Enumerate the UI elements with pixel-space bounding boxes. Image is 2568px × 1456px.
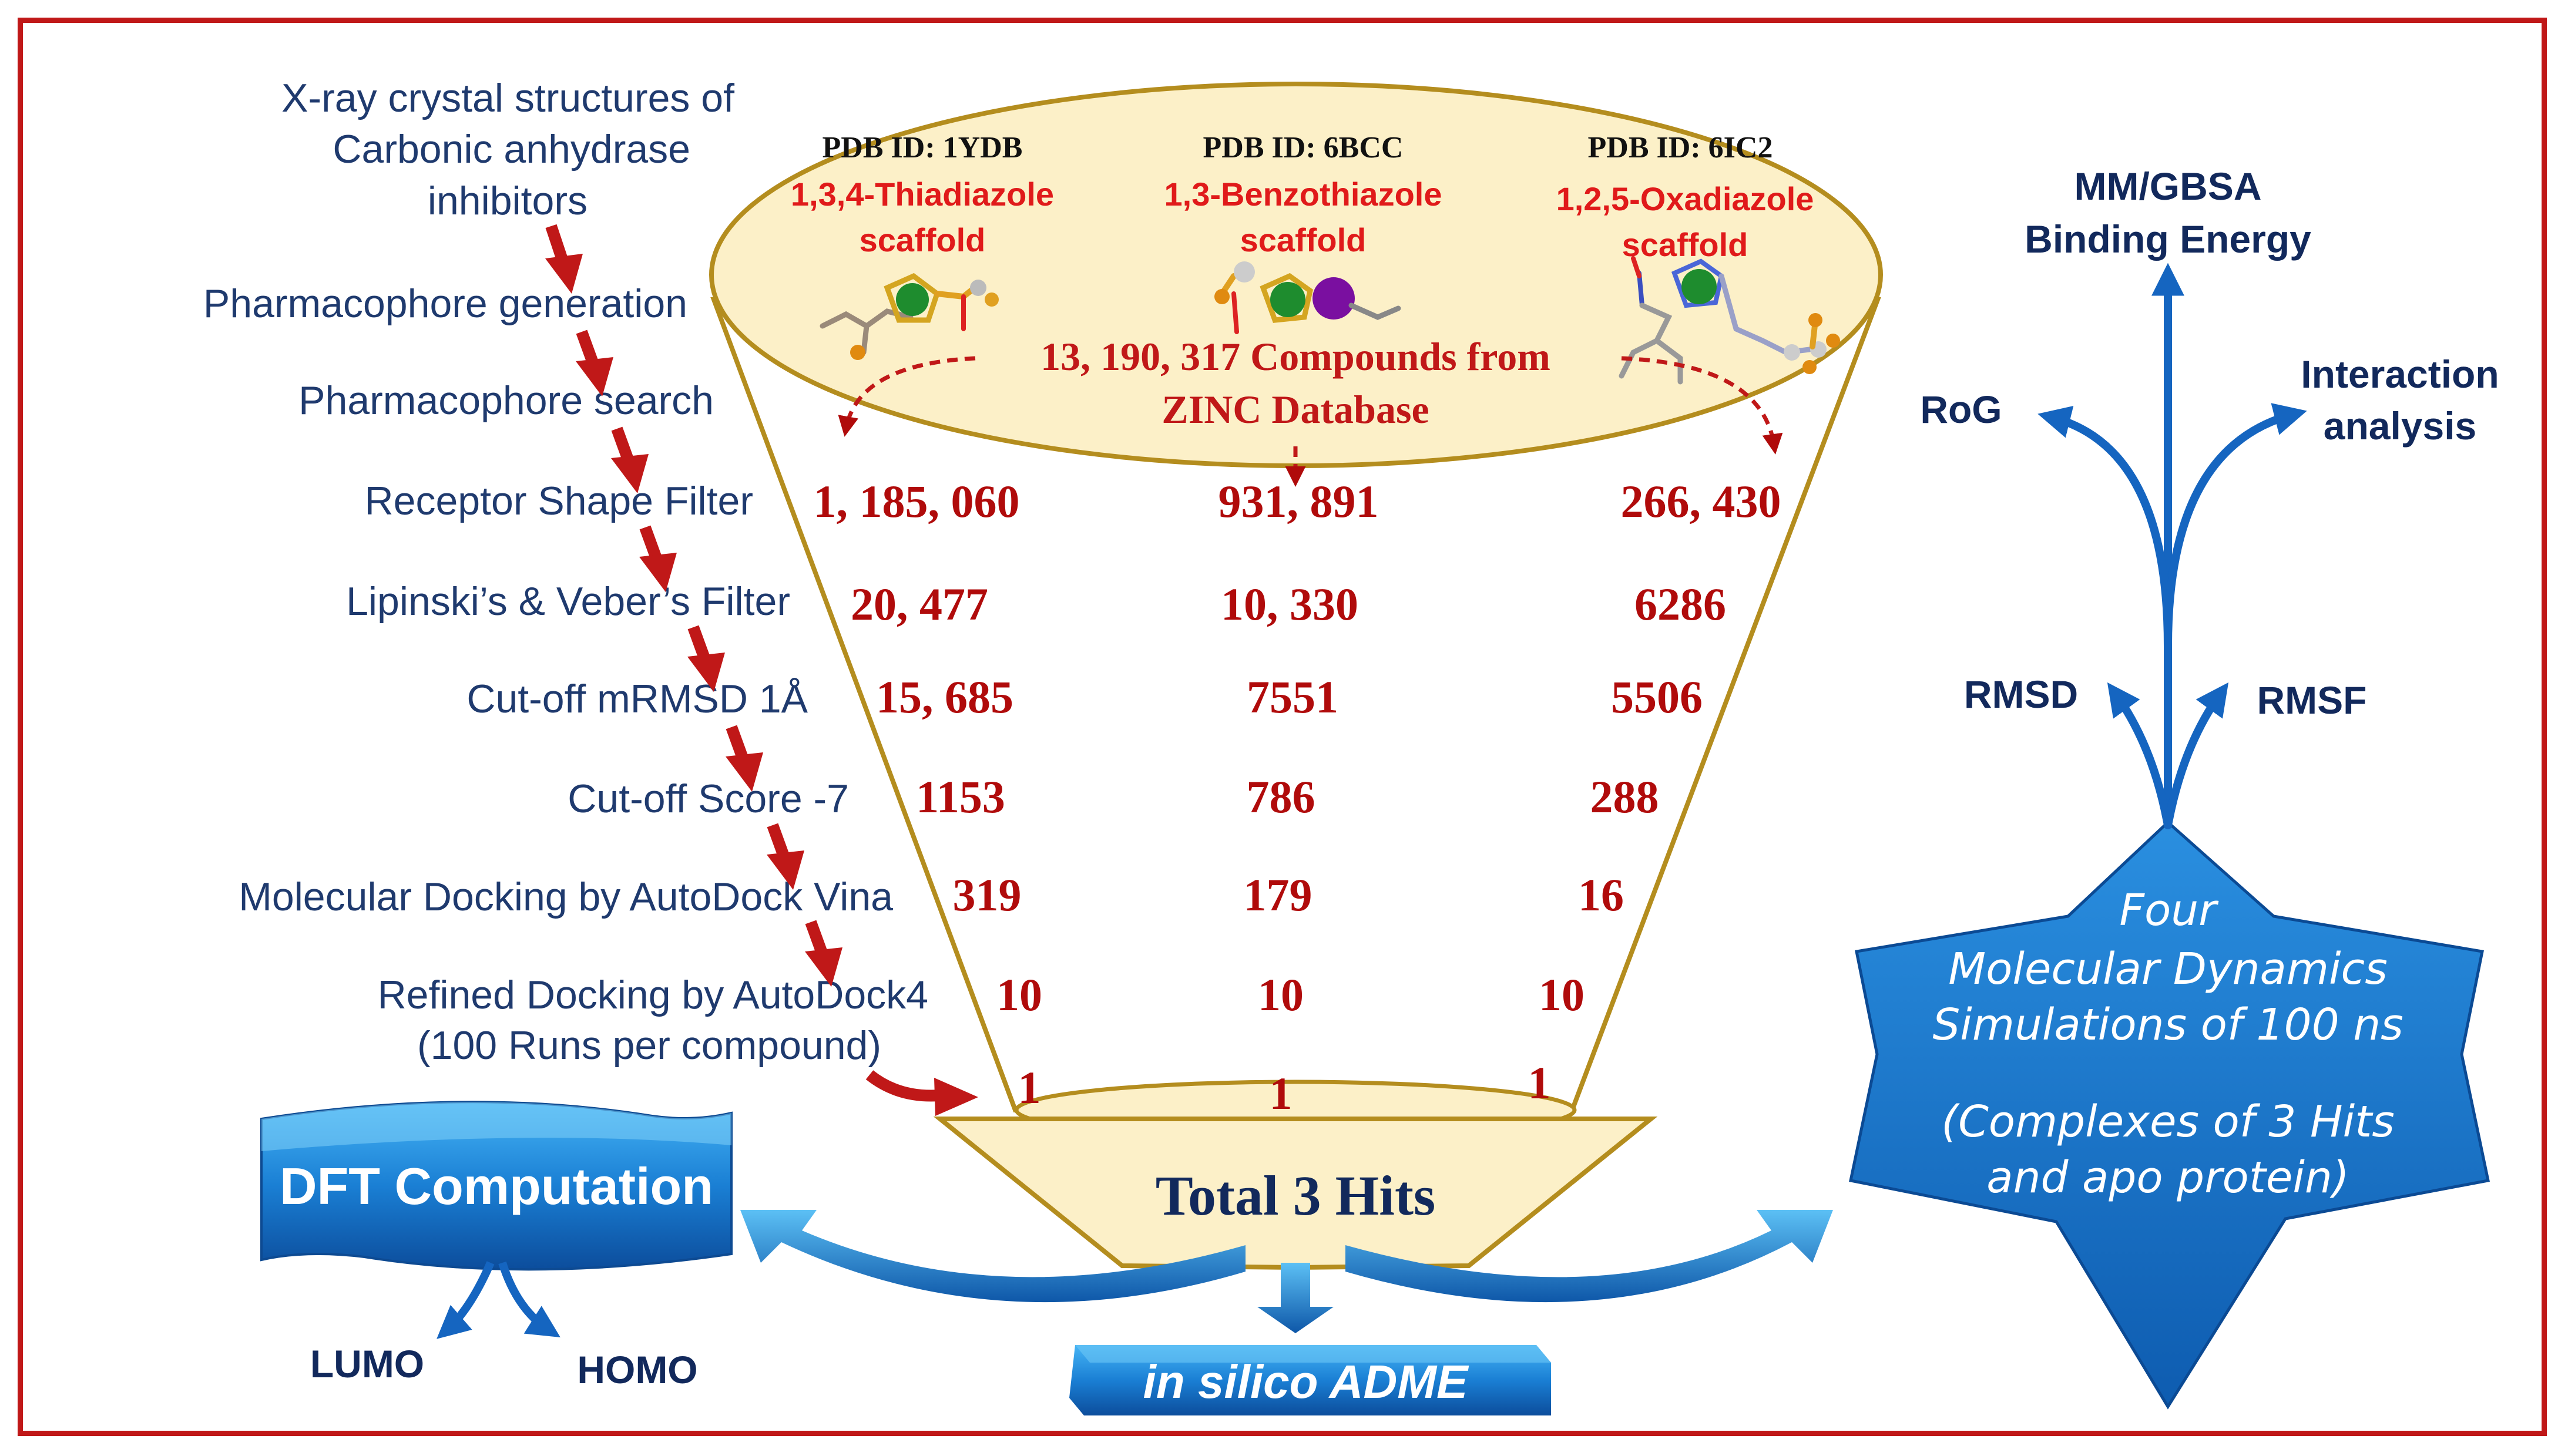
lumo-label: LUMO [310, 1342, 424, 1386]
adme-label: in silico ADME [1143, 1356, 1469, 1408]
scaffold-2-line1: 1,3-Benzothiazole [1164, 176, 1442, 213]
adme-box: in silico ADME [1069, 1345, 1551, 1415]
md-label-line3: Simulations of 100 ns [1932, 1000, 2403, 1050]
funnel-counts: 1, 185, 060 931, 891 266, 430 20, 477 10… [814, 476, 1781, 1119]
count-row7-col2: 1 [1270, 1068, 1293, 1119]
md-label-line1: Four [2119, 885, 2219, 936]
step-refined-docking: Refined Docking by AutoDock4 [378, 973, 928, 1017]
step-arrow-6 [726, 725, 763, 792]
scaffold-2-line2: scaffold [1240, 221, 1367, 258]
dft-label: DFT Computation [280, 1157, 713, 1215]
scaffold-3-line1: 1,2,5-Oxadiazole [1556, 180, 1814, 217]
dft-box: DFT Computation [260, 1101, 733, 1271]
count-row3-col1: 15, 685 [876, 671, 1013, 722]
step-arrow-7 [767, 823, 804, 890]
template-headers: PDB ID: 1YDB 1,3,4-Thiadiazole scaffold … [791, 131, 1814, 263]
step-arrows [545, 224, 978, 1116]
down-arrow [1257, 1263, 1334, 1333]
md-label-line2: Molecular Dynamics [1948, 944, 2388, 994]
step-arrow-5 [687, 625, 725, 692]
count-row5-col2: 179 [1244, 869, 1312, 920]
homo-label: HOMO [577, 1348, 697, 1391]
step-arrow-3 [611, 426, 649, 493]
workflow-steps: X-ray crystal structures of Carbonic anh… [203, 76, 928, 1068]
step-pharmacophore-search: Pharmacophore search [298, 378, 714, 423]
count-row1-col1: 1, 185, 060 [814, 476, 1020, 527]
rmsd-label: RMSD [1964, 672, 2078, 716]
molecule-1ydb-image [820, 273, 999, 360]
step-pharmacophore-generation: Pharmacophore generation [203, 281, 687, 326]
md-label-line5: (Complexes of 3 Hits [1941, 1097, 2395, 1147]
count-row4-col2: 786 [1247, 771, 1315, 822]
step-docking-vina: Molecular Docking by AutoDock Vina [239, 875, 893, 919]
output-arcs [740, 1210, 1833, 1333]
count-row2-col1: 20, 477 [851, 579, 988, 630]
count-row5-col3: 16 [1578, 869, 1624, 920]
step-xray-line3: inhibitors [428, 179, 588, 223]
step-cutoff-mrmsd: Cut-off mRMSD 1Å [466, 677, 808, 721]
step-xray-line2: Carbonic anhydrase [333, 127, 690, 172]
count-row3-col3: 5506 [1611, 671, 1703, 722]
interaction-line1: Interaction [2301, 352, 2499, 396]
count-row7-col1: 1 [1018, 1062, 1041, 1113]
molecule-6bcc-image [1214, 261, 1401, 334]
pdb-id-6bcc: PDB ID: 6BCC [1203, 131, 1404, 164]
total-hits-label: Total 3 Hits [1156, 1164, 1436, 1227]
md-label: Four Molecular Dynamics Simulations of 1… [1932, 885, 2403, 1203]
rmsf-label: RMSF [2257, 678, 2367, 722]
step-arrow-8 [805, 920, 842, 987]
database-arrows [838, 356, 1783, 487]
step-lipinski-veber-filter: Lipinski’s & Veber’s Filter [346, 579, 790, 624]
scaffold-3-line2: scaffold [1622, 226, 1748, 263]
pdb-id-1ydb: PDB ID: 1YDB [823, 131, 1023, 164]
count-row5-col1: 319 [953, 869, 1022, 920]
dft-output-arrows [437, 1261, 560, 1339]
count-row3-col2: 7551 [1247, 671, 1338, 722]
database-line1: 13, 190, 317 Compounds from [1040, 334, 1550, 379]
step-receptor-shape-filter: Receptor Shape Filter [365, 479, 753, 523]
step-arrow-1 [545, 224, 583, 294]
database-line2: ZINC Database [1162, 387, 1429, 432]
count-row7-col3: 1 [1528, 1057, 1551, 1108]
mmgbsa-line2: Binding Energy [2025, 217, 2311, 261]
count-row4-col1: 1153 [916, 771, 1005, 822]
database-label: 13, 190, 317 Compounds from ZINC Databas… [1040, 334, 1550, 432]
count-row1-col3: 266, 430 [1621, 476, 1781, 527]
count-row4-col3: 288 [1590, 771, 1659, 822]
step-arrow-2 [576, 329, 613, 396]
step-refined-docking-line2: (100 Runs per compound) [417, 1023, 881, 1068]
scaffold-1-line1: 1,3,4-Thiadiazole [791, 176, 1054, 213]
count-row6-col2: 10 [1258, 969, 1304, 1020]
scaffold-1-line2: scaffold [860, 221, 986, 258]
interaction-line2: analysis [2324, 404, 2477, 448]
pdb-id-6ic2: PDB ID: 6IC2 [1588, 131, 1773, 164]
count-row6-col1: 10 [996, 969, 1042, 1020]
step-arrow-4 [639, 525, 677, 592]
count-row6-col3: 10 [1539, 969, 1585, 1020]
count-row2-col3: 6286 [1634, 579, 1726, 630]
figure-border [18, 18, 2547, 1436]
right-arc-arrow [1345, 1210, 1833, 1303]
step-arrow-9 [865, 1070, 978, 1116]
mmgbsa-line1: MM/GBSA [2074, 164, 2262, 208]
step-xray: X-ray crystal structures of [281, 76, 734, 120]
md-analysis-labels: MM/GBSA Binding Energy RoG Interaction a… [1920, 164, 2499, 722]
molecule-6ic2-image [1619, 256, 1840, 385]
md-analysis-arrows [2037, 263, 2307, 829]
md-label-line6: and apo protein) [1986, 1152, 2349, 1203]
rog-label: RoG [1920, 388, 2002, 431]
count-row1-col2: 931, 891 [1218, 476, 1379, 527]
left-arc-arrow [740, 1210, 1246, 1303]
screening-funnel [709, 82, 1883, 1270]
count-row2-col2: 10, 330 [1221, 579, 1358, 630]
md-star [1849, 820, 2490, 1410]
step-cutoff-score: Cut-off Score -7 [568, 776, 849, 821]
